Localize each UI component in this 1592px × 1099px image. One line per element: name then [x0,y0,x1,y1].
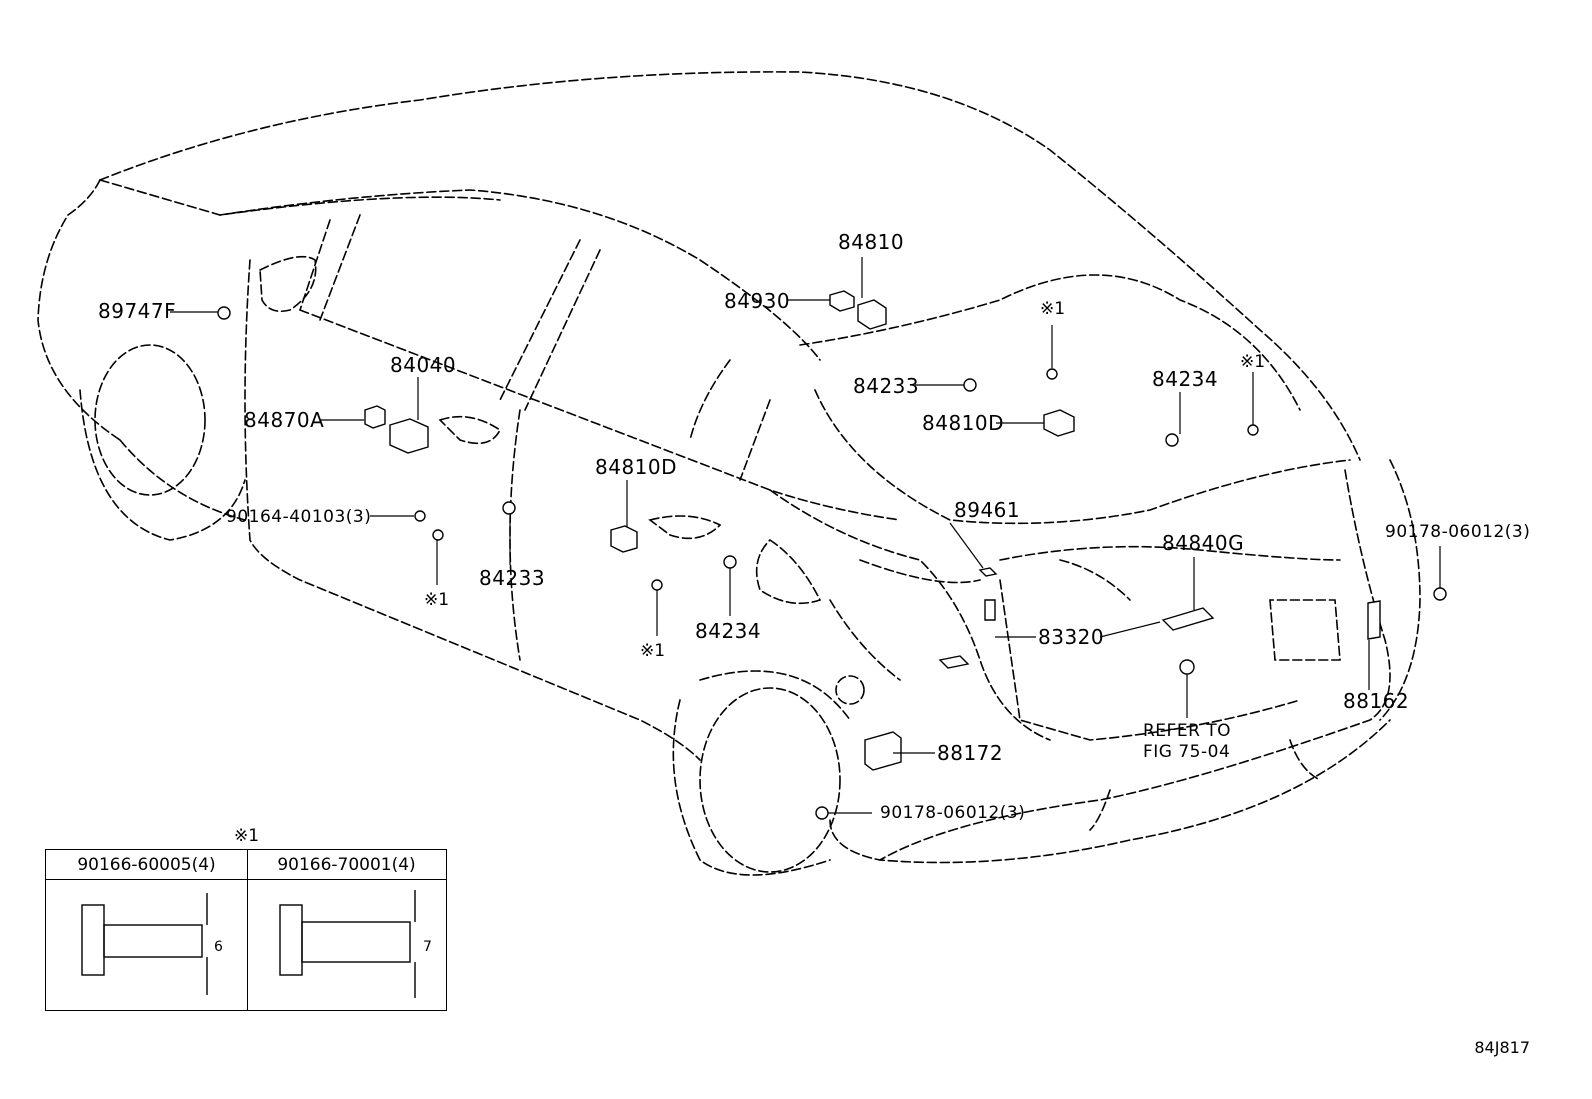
part-84234-top[interactable]: 84234 [1152,367,1219,391]
part-84930[interactable]: 84930 [724,289,791,313]
part-88172[interactable]: 88172 [937,741,1004,765]
part-88162[interactable]: 88162 [1343,689,1410,713]
part-84040[interactable]: 84040 [390,353,457,377]
legend-divider [247,850,248,1010]
part-90178-06012-right[interactable]: 90178-06012(3) [1385,522,1531,542]
legend-mark: ※1 [234,826,260,846]
part-84870a[interactable]: 84870A [244,408,325,432]
fastener-legend: 90166-60005(4) 90166-70001(4) 6 7 [45,849,447,1011]
part-84810[interactable]: 84810 [838,230,905,254]
note-mark-1-top: ※1 [1040,299,1066,319]
refer-to-line1: REFER TO [1143,721,1232,741]
part-84233-top[interactable]: 84233 [853,374,920,398]
part-90178-06012-lower[interactable]: 90178-06012(3) [880,803,1026,823]
refer-to-line2[interactable]: FIG 75-04 [1143,742,1231,762]
part-84810d-top[interactable]: 84810D [922,411,1005,435]
note-mark-1-door: ※1 [640,641,666,661]
note-mark-1-right: ※1 [1240,352,1266,372]
part-84840g[interactable]: 84840G [1162,531,1245,555]
part-89461[interactable]: 89461 [954,498,1021,522]
legend-right-dimension: 7 [423,939,432,955]
part-84233-left[interactable]: 84233 [479,566,546,590]
part-83320[interactable]: 83320 [1038,625,1105,649]
legend-left-part[interactable]: 90166-60005(4) [46,850,247,880]
drawing-code: 84J817 [1474,1038,1530,1057]
legend-right-part[interactable]: 90166-70001(4) [247,850,446,880]
note-mark-1-left: ※1 [424,590,450,610]
part-84810d-door[interactable]: 84810D [595,455,678,479]
legend-left-dimension: 6 [214,939,223,955]
part-84234-door[interactable]: 84234 [695,619,762,643]
part-89747f[interactable]: 89747F [98,299,177,323]
part-90164-40103[interactable]: 90164-40103(3) [226,507,372,527]
